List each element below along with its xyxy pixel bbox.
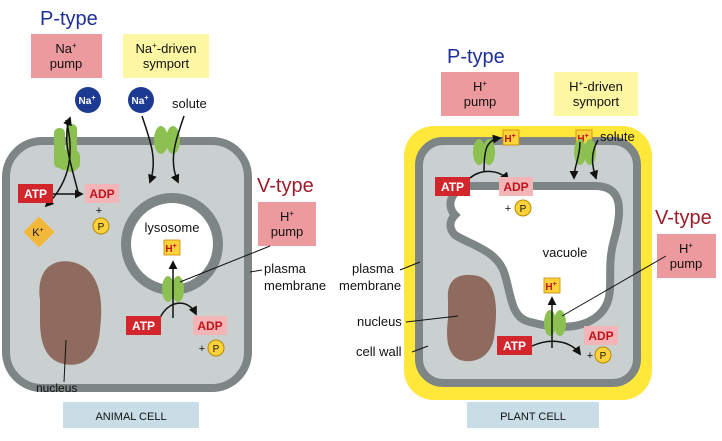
na-symport-protein xyxy=(154,126,180,154)
plant-h-badge-1 xyxy=(502,129,520,146)
k-ion xyxy=(23,216,55,248)
na-pump-label: Na+pump xyxy=(50,41,83,71)
animal-phosphate-1-label: P xyxy=(98,222,105,233)
lysosome-label: lysosome xyxy=(145,220,200,235)
plant-h-pump-label-box xyxy=(441,72,519,116)
animal-atp-2: ATP xyxy=(132,319,155,333)
plant-phosphate-1 xyxy=(514,199,532,217)
plant-vtype-leader xyxy=(561,255,667,317)
animal-atp-2-box xyxy=(126,316,161,335)
animal-plasma-membrane-leader xyxy=(249,269,263,273)
vacuole-v-pump xyxy=(544,310,566,336)
vacuole-h-badge-text: H+ xyxy=(545,281,556,293)
plant-v-pump-label: H+pump xyxy=(670,241,703,271)
na-symport-arrow-2 xyxy=(170,115,185,184)
plant-ptype-arrow xyxy=(483,134,502,173)
plant-nucleus xyxy=(447,274,497,362)
plant-adp-1-box xyxy=(499,177,533,196)
na-ion-2-label: Na+ xyxy=(132,95,149,107)
plant-nucleus-leader xyxy=(405,315,459,323)
na-ion-2 xyxy=(128,87,154,113)
plant-symport-arrow-1 xyxy=(569,141,581,180)
na-symport-label-box xyxy=(123,34,209,78)
na-pump-label-box xyxy=(31,34,102,78)
plant-vtype-title: V-type xyxy=(655,207,712,229)
animal-plus-1: + xyxy=(96,205,102,217)
animal-adp-2-box xyxy=(193,316,227,335)
na-pump-arrow-in xyxy=(63,116,79,193)
animal-h-pump-label-box xyxy=(258,202,316,246)
lysosome-h-badge xyxy=(163,239,181,256)
plant-atp-1-box xyxy=(435,177,470,196)
lysosome-pump-arrow-curve xyxy=(159,302,197,319)
plant-caption: PLANT CELL xyxy=(500,411,566,423)
animal-caption-box xyxy=(63,402,199,428)
plant-h-symport-label-box xyxy=(554,72,638,116)
plant-cell-wall-leader xyxy=(411,345,429,353)
animal-phosphate-2-label: P xyxy=(213,344,220,355)
plant-nucleus-label: nucleus xyxy=(357,314,402,329)
animal-vtype-leader xyxy=(179,245,271,283)
animal-adp-1-box xyxy=(85,184,119,203)
vacuole-label: vacuole xyxy=(543,245,588,260)
animal-adp-2: ADP xyxy=(197,319,222,333)
plant-atp-2-box xyxy=(497,336,532,355)
plant-ptype-title: P-type xyxy=(447,46,505,68)
plant-symport-arrow-2 xyxy=(589,139,599,180)
animal-plus-2: + xyxy=(199,343,205,355)
animal-nucleus-label: nucleus xyxy=(36,381,77,395)
plant-phosphate-1-label: P xyxy=(520,204,527,215)
animal-vtype-title: V-type xyxy=(257,175,314,197)
animal-atp-1-box xyxy=(18,184,53,203)
plant-adp-2: ADP xyxy=(588,329,613,343)
plant-phosphate-2 xyxy=(594,346,612,364)
animal-phosphate-1 xyxy=(92,217,110,235)
plant-plus-1: + xyxy=(505,203,511,215)
na-ion-1 xyxy=(75,87,101,113)
animal-ptype-title: P-type xyxy=(40,8,98,30)
animal-solute-label: solute xyxy=(172,96,207,111)
k-ion-label: K+ xyxy=(32,227,43,239)
na-ion-1-label: Na+ xyxy=(79,95,96,107)
plant-ptype-pump xyxy=(473,139,495,165)
animal-nucleus-leader xyxy=(63,339,67,383)
animal-h-pump-label: H+pump xyxy=(271,209,304,239)
na-symport-arrow-1 xyxy=(141,115,157,184)
vacuole-h-badge xyxy=(543,277,561,294)
plant-phosphate-2-label: P xyxy=(600,351,607,362)
plant-h-pump-label: H+pump xyxy=(464,79,497,109)
animal-adp-1: ADP xyxy=(89,187,114,201)
plant-adp-2-box xyxy=(584,326,618,345)
vacuole xyxy=(446,182,624,331)
plant-solute-label: solute xyxy=(600,129,635,144)
plant-cell-wall-label: cell wall xyxy=(356,344,402,359)
plant-adp-1: ADP xyxy=(503,180,528,194)
animal-atp-1: ATP xyxy=(24,187,47,201)
plant-h-badge-1-text: H+ xyxy=(504,133,515,145)
plant-plasma-membrane-leader xyxy=(399,261,421,271)
lysosome-v-pump xyxy=(162,276,184,302)
plant-caption-box xyxy=(467,402,599,428)
animal-nucleus xyxy=(39,261,102,365)
plant-v-pump-label-box xyxy=(657,234,716,278)
plant-atp-2: ATP xyxy=(503,339,526,353)
plant-cell xyxy=(404,126,652,400)
lysosome-h-badge-text: H+ xyxy=(165,243,176,255)
na-pump-arrow-out xyxy=(44,119,71,208)
animal-phosphate-2 xyxy=(207,339,225,357)
vacuole-pump-arrow-curve xyxy=(531,340,582,356)
plant-atp-1: ATP xyxy=(441,180,464,194)
plant-plus-2: + xyxy=(587,350,593,362)
animal-caption: ANIMAL CELL xyxy=(95,411,166,423)
